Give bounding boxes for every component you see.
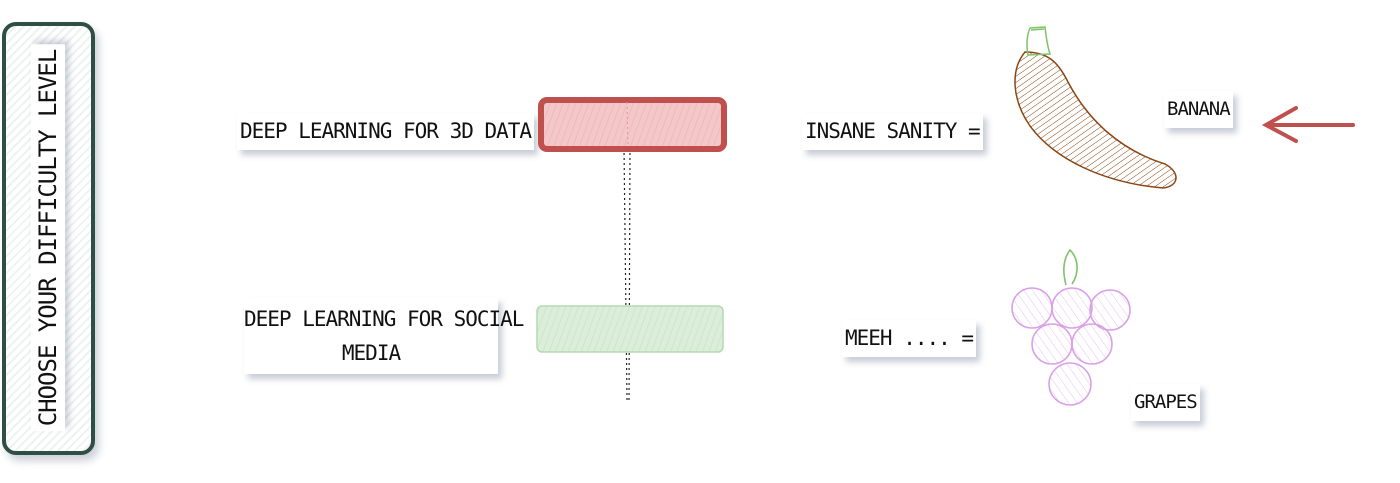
course-label-social-line1: DEEP LEARNING FOR SOCIAL: [244, 307, 524, 331]
fruit-label-banana: BANANA: [1164, 91, 1233, 128]
grapes-icon: [1011, 248, 1131, 406]
verdict-label-meeh: MEEH .... =: [842, 320, 977, 357]
course-label-social: DEEP LEARNING FOR SOCIAL MEDIA: [244, 298, 524, 374]
difficulty-box-easy: [536, 305, 724, 353]
pointer-arrow-icon: [1261, 106, 1355, 143]
connector-line: [623, 147, 631, 401]
fruit-label-grapes: GRAPES: [1131, 384, 1200, 421]
verdict-label-insane: INSANE SANITY =: [802, 113, 983, 150]
banana-icon: [1014, 26, 1177, 189]
course-label-3d: DEEP LEARNING FOR 3D DATA: [237, 113, 535, 150]
course-label-social-line2: MEDIA: [341, 341, 401, 365]
difficulty-box-hard: [538, 97, 727, 152]
